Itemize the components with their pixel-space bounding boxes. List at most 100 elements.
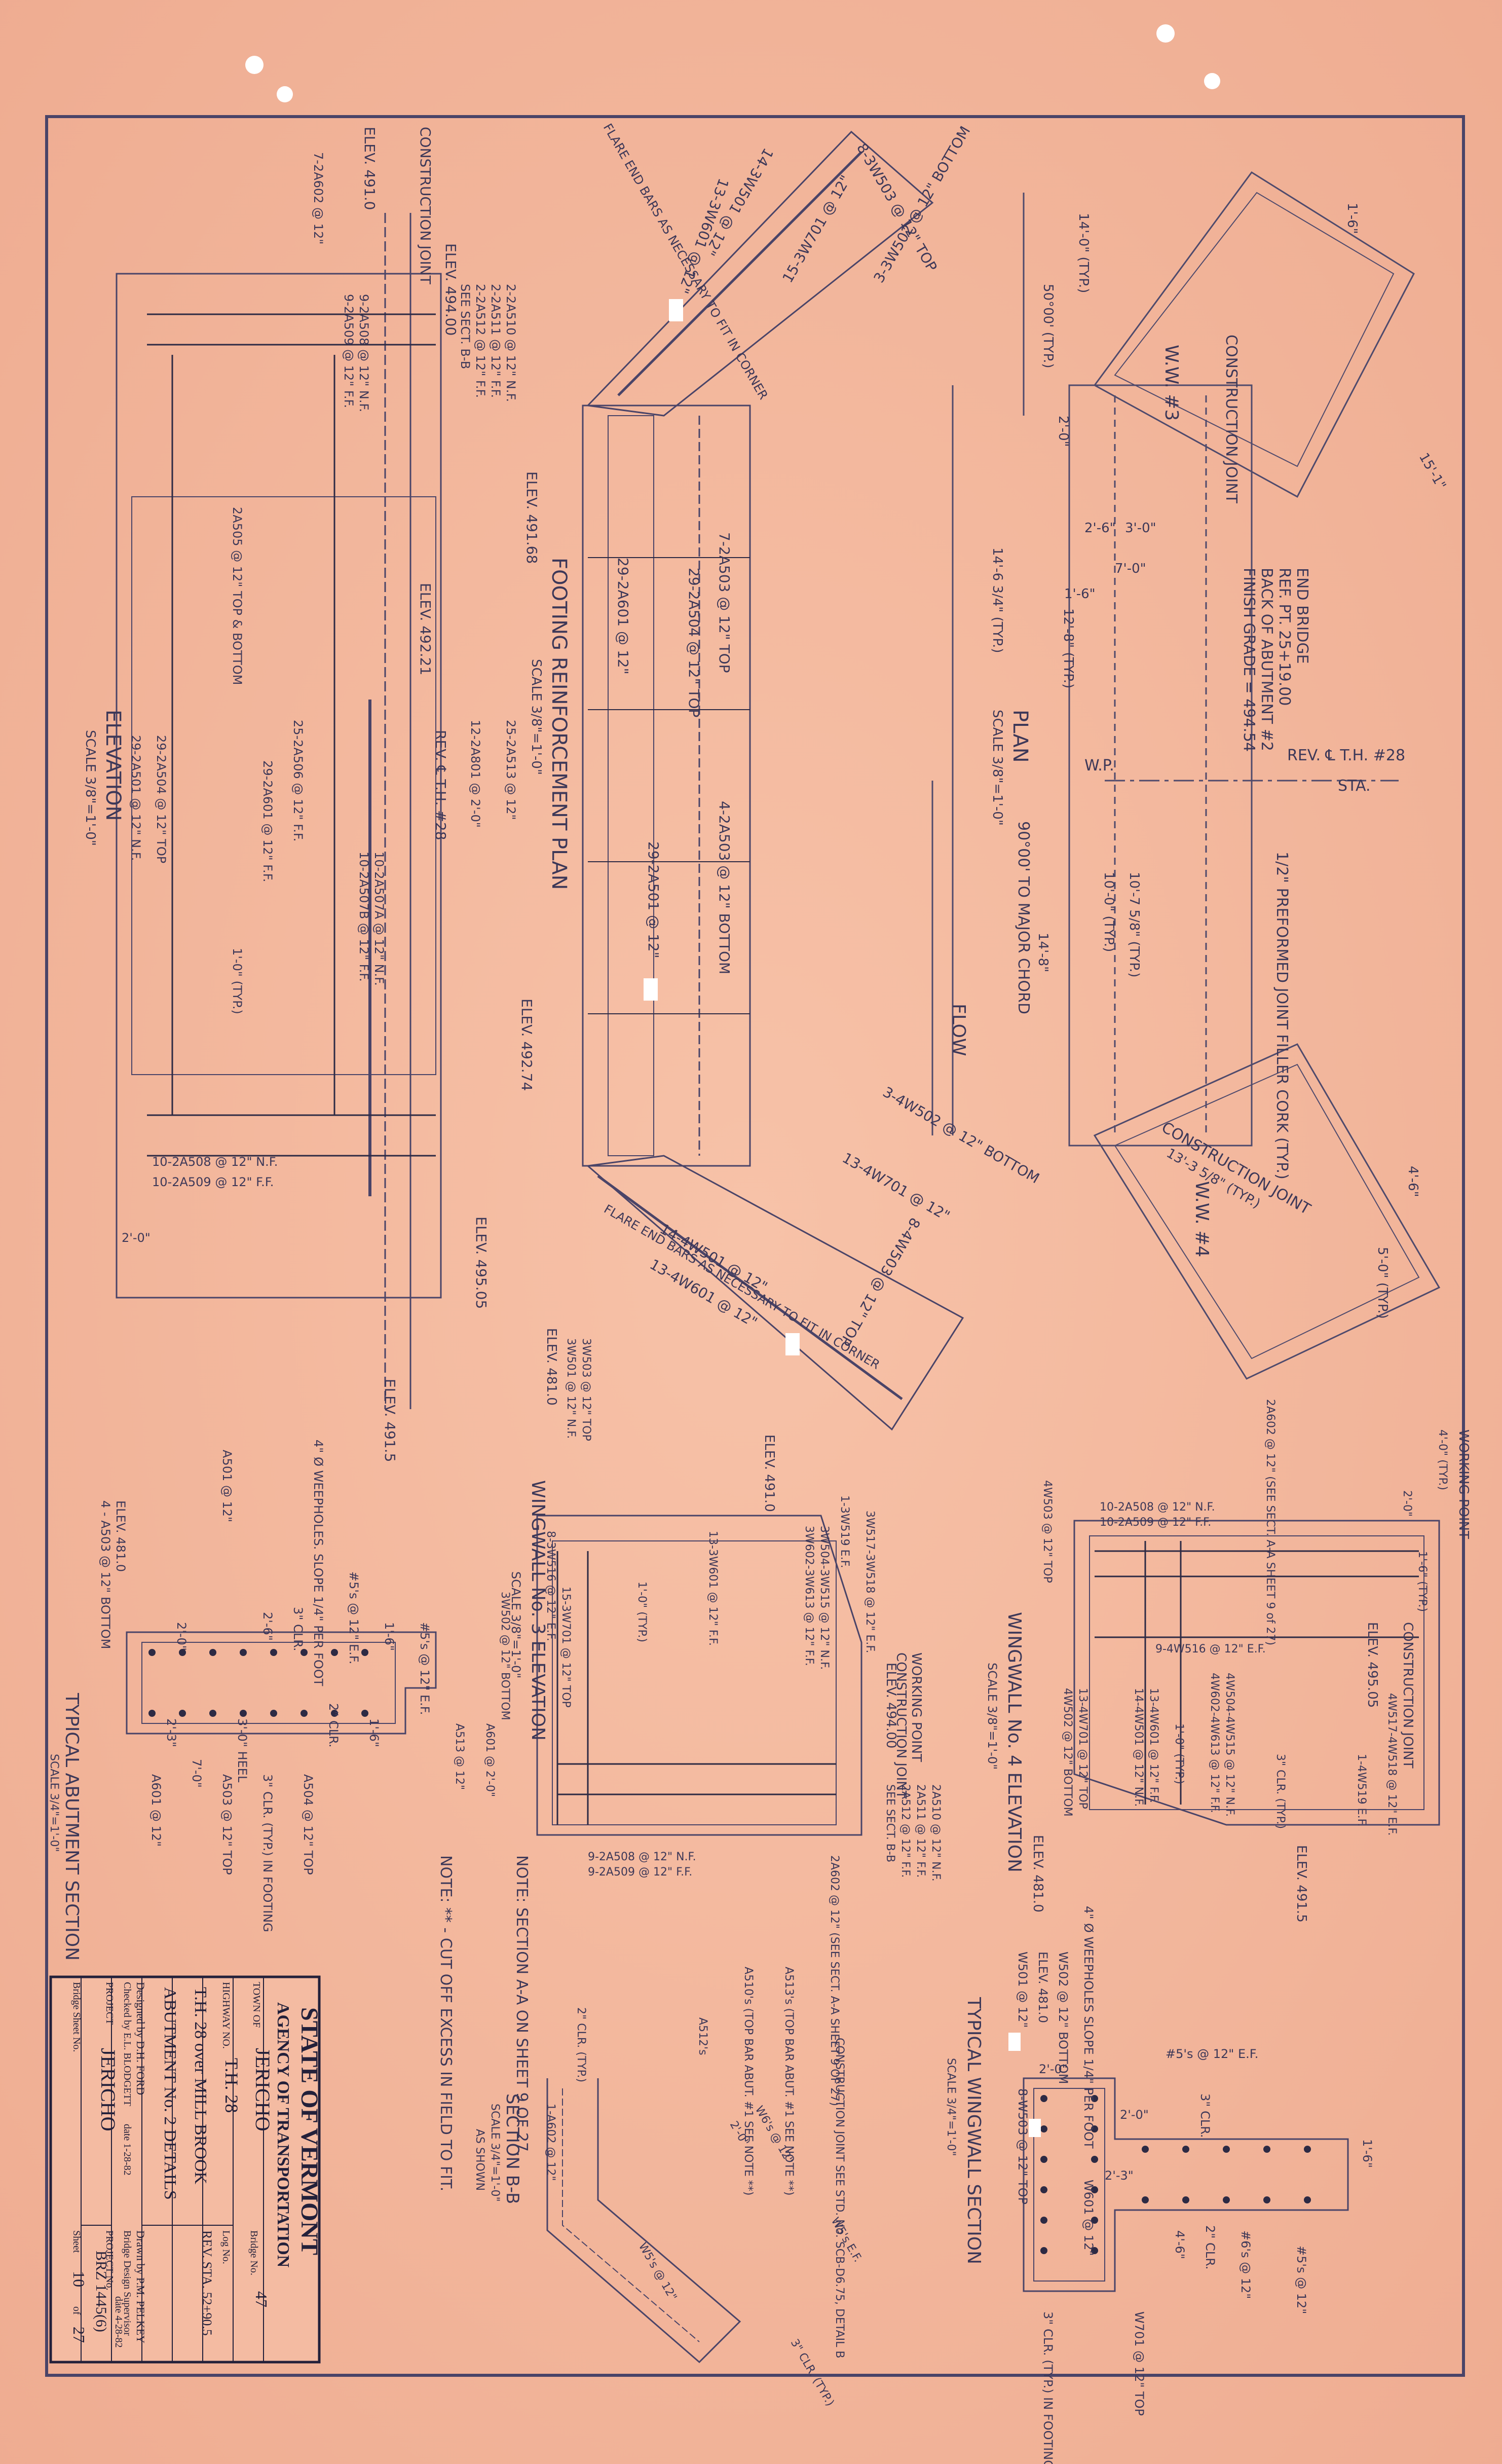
elev-bar-0: 2-2A510 @ 12" N.F. bbox=[504, 284, 518, 402]
abut-item-12: A504 @ 12" TOP bbox=[301, 1774, 315, 1875]
abut-item-11: 1'-6" bbox=[367, 1718, 381, 1747]
ww3-bar-0: 8-3W516 @ 12" E.F. bbox=[544, 1531, 557, 1641]
ww3-bar-14: 9-2A509 @ 12" F.F. bbox=[588, 1866, 692, 1879]
ww4-bar-1: 10-2A509 @ 12" F.F. bbox=[1100, 1516, 1211, 1529]
title-crossing: T.H. 28 over MILL BROOK bbox=[191, 1987, 210, 2185]
elev-bar-8: 12-2A801 @ 2'-0" bbox=[468, 720, 482, 828]
bb-item-4: 2A602 @ 12" (SEE SECT. A-A SHEET 9 OF 27… bbox=[828, 1855, 841, 2106]
title-block-frame bbox=[49, 1975, 321, 2364]
punch-hole bbox=[1156, 24, 1175, 43]
wws-item-8: 2'-0" bbox=[1120, 2108, 1149, 2122]
elevation-elev-a: ELEV. 491.68 bbox=[523, 471, 540, 564]
elev-bar-19: 2'-0" bbox=[122, 1231, 151, 1245]
footing-bar-0: 7-2A503 @ 12" TOP bbox=[716, 532, 733, 673]
plan-back-abutment: BACK OF ABUTMENT #2 bbox=[1258, 568, 1275, 751]
ww4-elev-top: ELEV. 495.05 bbox=[1365, 1622, 1380, 1708]
section-bb-as-shown: AS SHOWN bbox=[473, 2129, 486, 2191]
ww3-bar-2: 3W517-3W518 @ 12" E.F. bbox=[863, 1511, 876, 1653]
ww4-bar-7: 4W517-4W518 @ 12" E.F. bbox=[1385, 1693, 1398, 1836]
wws-item-11: #6's @ 12" bbox=[1238, 2230, 1253, 2299]
erasure-mark bbox=[785, 1333, 800, 1355]
erasure-mark bbox=[1029, 2119, 1041, 2137]
elevation-elev-c: ELEV. 492.74 bbox=[518, 999, 535, 1091]
elevation-rebar bbox=[147, 313, 436, 1157]
plan-construction-joint-1: CONSTRUCTION JOINT bbox=[1222, 335, 1240, 504]
wingwall4-scale: SCALE 3/8"=1'-0" bbox=[985, 1663, 999, 1770]
erasure-mark bbox=[644, 978, 658, 1001]
plan-sta: STA. bbox=[1338, 777, 1371, 795]
bb-item-6: A510's (TOP BAR ABUT. #1 SEE NOTE **) bbox=[742, 1967, 755, 2196]
title-block: STATE OF VERMONT AGENCY OF TRANSPORTATIO… bbox=[49, 1975, 323, 2364]
ww4-bar-10: 14-4W501 @ 12" N.F. bbox=[1132, 1688, 1145, 1807]
elev-bar-2: 2-2A512 @ 12" F.F. bbox=[473, 284, 487, 398]
title-designed-by: Designed by D.H. FORD bbox=[134, 1982, 147, 2095]
title-checked-date: date 1-28-82 bbox=[122, 2124, 133, 2176]
wws-item-2: W502 @ 12" BOTTOM bbox=[1056, 1952, 1070, 2084]
wws-item-15: 1'-6" bbox=[1360, 2139, 1374, 2168]
punch-hole bbox=[277, 86, 293, 102]
ww3-elev-mid: ELEV. 494.00 bbox=[883, 1663, 898, 1748]
title-bridge-sheet-label: Bridge Sheet No. bbox=[71, 1982, 82, 2052]
bb-item-8: 2" CLR. (TYP.) bbox=[575, 2007, 587, 2082]
ww3-bar-4: 3W602-3W613 @ 12" F.F. bbox=[803, 1526, 815, 1666]
plan-ww3: W.W. #3 bbox=[1161, 345, 1182, 421]
ww4-bar-9: 13-4W601 @ 12" F.F. bbox=[1147, 1688, 1160, 1803]
elevation-rev-th: REV. ℄ T.H. #28 bbox=[432, 730, 449, 840]
ww4-bar-11: 13-4W701 @ 12" TOP bbox=[1076, 1688, 1089, 1809]
abut-item-2: #5's @ 12" E.F. bbox=[347, 1571, 361, 1664]
title-town-label: TOWN OF bbox=[251, 1982, 262, 2028]
note-2: NOTE: SECTION A-A ON SHEET 9 OF 27. bbox=[513, 1855, 531, 2156]
wws-item-7: 2'-0" bbox=[1039, 2062, 1068, 2076]
plan-end-bridge: END BRIDGE bbox=[1293, 568, 1311, 664]
punch-hole bbox=[245, 56, 264, 74]
title-project-no-label: PROJECT No. bbox=[104, 2230, 115, 2291]
wingwall-section-title: TYPICAL WINGWALL SECTION bbox=[963, 1997, 984, 2264]
elevation-elev-left: ELEV. 491.0 bbox=[361, 127, 378, 210]
section-bb-view bbox=[546, 2078, 741, 2364]
title-project-label: PROJECT bbox=[104, 1982, 115, 2025]
footing-bar-1: 29-2A504 @ 12" TOP bbox=[686, 568, 702, 717]
plan-dim-4: 7'-0" bbox=[1115, 561, 1146, 576]
erasure-mark bbox=[669, 299, 683, 321]
ww3-elev-bottom: ELEV. 481.0 bbox=[544, 1328, 559, 1406]
abut-item-6: 2'-0" bbox=[174, 1622, 189, 1651]
elev-bar-3: SEE SECT. B-B bbox=[458, 284, 472, 369]
elev-bar-13: 2A505 @ 12" TOP & BOTTOM bbox=[230, 507, 244, 685]
plan-finish-grade: FINISH GRADE = 494.54 bbox=[1240, 568, 1258, 752]
plan-scale: SCALE 3/8"=1'-0" bbox=[990, 710, 1005, 826]
elevation-scale: SCALE 3/8"=1'-0" bbox=[83, 730, 98, 846]
abut-item-17: 4 - A503 @ 12" BOTTOM bbox=[98, 1500, 112, 1649]
wingwall-section-rebar bbox=[1040, 2095, 1311, 2254]
ww4-bar-2: 2A602 @ 12" (SEE SECT. A-A SHEET 9 of 27… bbox=[1264, 1399, 1276, 1645]
elev-bar-14: 29-2A504 @ 12" TOP bbox=[154, 735, 168, 863]
wws-item-3: 8-W503 @ 12" TOP bbox=[1016, 2088, 1030, 2204]
wingwall-section-view bbox=[1023, 2077, 1349, 2292]
elev-bar-5: 9-2A509 @ 12" F.F. bbox=[342, 294, 356, 408]
ww3-bar-10: 3W503 @ 12" TOP bbox=[580, 1338, 592, 1441]
ww4-bar-17: 1'-6" (TYP.) bbox=[1416, 1551, 1429, 1612]
ww4-bar-14: 3" CLR. (TYP.) bbox=[1274, 1754, 1287, 1829]
plan-ww4: W.W. #4 bbox=[1191, 1181, 1212, 1257]
abut-item-0: 4" Ø WEEPHOLES. SLOPE 1/4" PER FOOT bbox=[311, 1440, 325, 1686]
wws-item-10: W601 @ 12" bbox=[1081, 2180, 1096, 2256]
ww4-bar-0: 10-2A508 @ 12" N.F. bbox=[1100, 1501, 1215, 1514]
wingwall3-scale: SCALE 3/8"=1'-0" bbox=[509, 1571, 523, 1678]
plan-wp: W.P. bbox=[1084, 757, 1114, 775]
wingwall4-view bbox=[1073, 1520, 1440, 1826]
title-highway-label: HIGHWAY NO. bbox=[220, 1982, 232, 2049]
elev-bar-4: 9-2A508 @ 12" N.F. bbox=[357, 294, 371, 412]
abutment-section-view bbox=[126, 1631, 437, 1735]
wws-item-0: W501 @ 12" bbox=[1016, 1952, 1030, 2028]
abut-item-14: A503 @ 12" TOP bbox=[220, 1774, 234, 1875]
plan-dim-7: 12'-8" (TYP.) bbox=[1061, 608, 1076, 688]
bb-item-5: A513's (TOP BAR ABUT. #1 SEE NOTE **) bbox=[782, 1967, 795, 2196]
elev-bar-16: 10-2A508 @ 12" N.F. bbox=[152, 1155, 278, 1169]
title-sheet-no: 10 bbox=[70, 2271, 88, 2287]
wingwall4-title: WINGWALL No. 4 ELEVATION bbox=[1004, 1612, 1025, 1872]
ww3-bar-13: 9-2A508 @ 12" N.F. bbox=[588, 1851, 696, 1863]
wws-item-4: 4" Ø WEEPHOLES SLOPE 1/4" PER FOOT bbox=[1081, 1906, 1096, 2149]
footing-bar-2: 29-2A601 @ 12" bbox=[615, 558, 631, 674]
bb-item-2: 2A512 @ 12" F.F. bbox=[899, 1784, 912, 1878]
sheet-border bbox=[45, 115, 1465, 2377]
